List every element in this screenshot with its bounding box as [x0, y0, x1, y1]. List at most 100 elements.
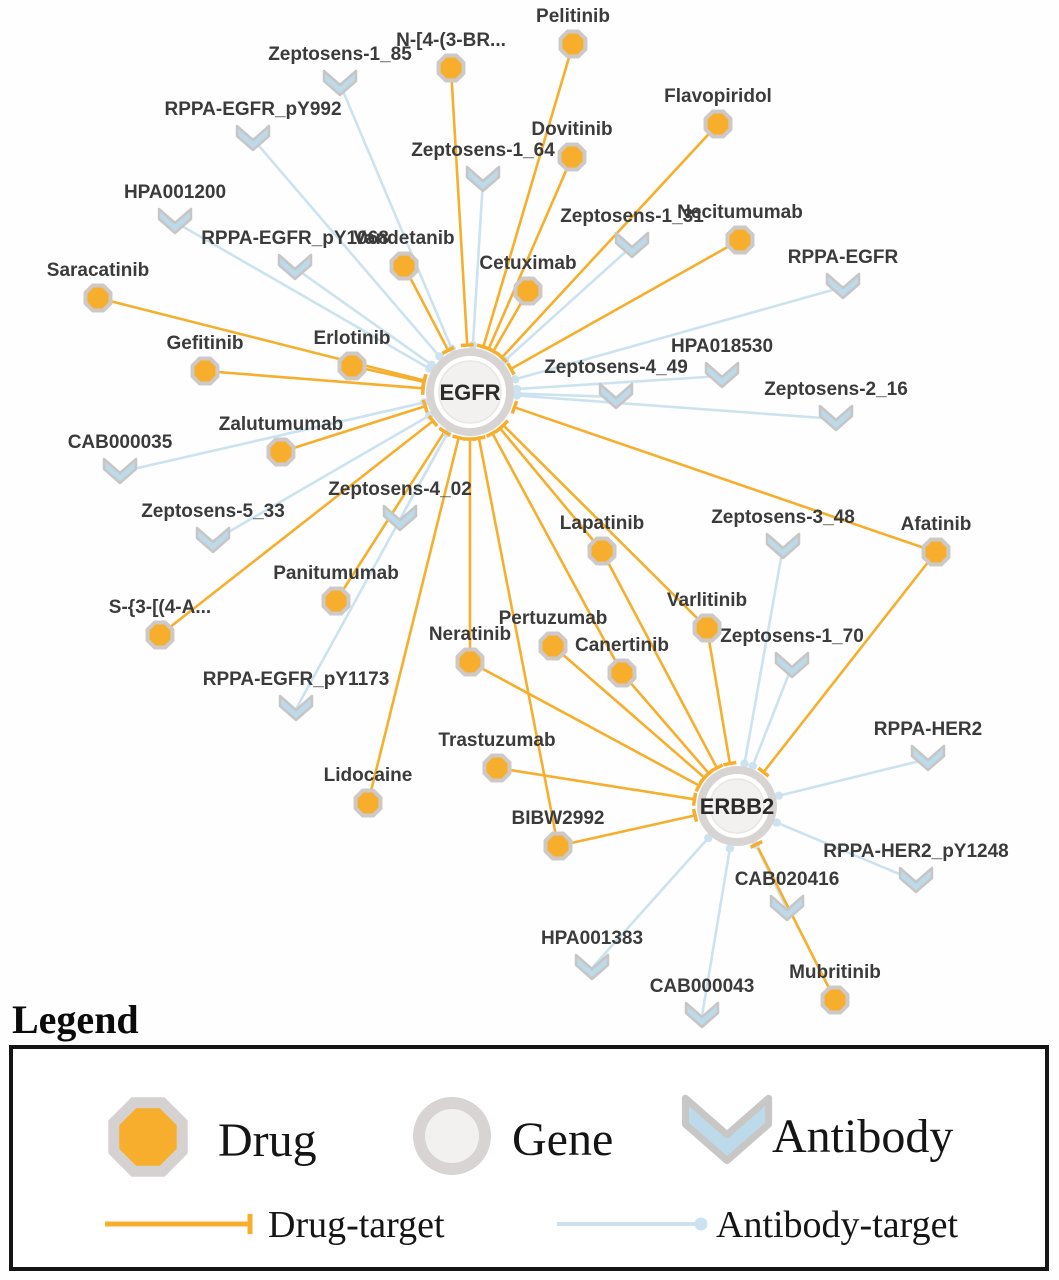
antibody-label-hpa018530: HPA018530: [671, 336, 773, 357]
drug-node-necitumumab: [725, 225, 755, 255]
antibody-node-zeptosens-1_85: [322, 69, 358, 97]
drug-node-trastuzumab: [482, 753, 512, 783]
drug-node-s3_4a: [145, 620, 175, 650]
drug-label-necitumumab: Necitumumab: [677, 202, 803, 223]
antibody-edge-dot: [772, 818, 781, 827]
drug-node-pelitinib: [558, 29, 588, 59]
antibody-target-edge: [514, 285, 844, 381]
drug-target-edge: [621, 672, 710, 775]
legend-drug-label: Drug: [218, 1114, 317, 1167]
drug-target-edge: [449, 67, 469, 346]
drug-target-edge: [600, 550, 719, 769]
drug-label-bibw2992: BIBW2992: [512, 808, 605, 829]
antibody-node-hpa001200: [157, 207, 193, 235]
drug-node-afatinib: [921, 537, 951, 567]
drug-edge-tee: [506, 362, 516, 376]
gene-label-egfr: EGFR: [439, 380, 500, 405]
antibody-node-rppa-egfr: [825, 272, 861, 300]
gene-node-icon: [413, 1097, 491, 1175]
antibody-target-edge: [174, 220, 430, 370]
node-labels: Zeptosens-1_85RPPA-EGFR_pY992HPA001200RP…: [47, 6, 1009, 997]
antibody-label-rppa-egfr_py992: RPPA-EGFR_pY992: [164, 99, 341, 120]
edge-endpoints: [420, 340, 783, 853]
drug-edge-tee: [510, 400, 519, 414]
drug-label-canertinib: Canertinib: [575, 635, 669, 656]
drug-node-varlitinib: [692, 613, 722, 643]
antibody-node-hpa001383: [574, 953, 610, 981]
drug-edge-tee: [749, 839, 763, 849]
drug-label-trastuzumab: Trastuzumab: [438, 730, 555, 751]
drug-node-neratinib: [455, 647, 485, 677]
antibody-edge-dot: [435, 352, 444, 361]
drug-node-lapatinib: [587, 536, 617, 566]
drug-target-edges: [97, 43, 938, 1001]
drug-label-vandetanib: Vandetanib: [353, 228, 454, 249]
drug-label-gefitinib: Gefitinib: [166, 333, 243, 354]
drug-target-edge: [487, 156, 574, 350]
drug-node-zalutumumab: [266, 437, 296, 467]
drug-edge-tee: [698, 771, 711, 784]
antibody-edge-dot: [748, 761, 757, 771]
antibody-target-edge: [516, 394, 837, 421]
antibody-node-cab000035: [102, 457, 138, 485]
antibody-label-hpa001200: HPA001200: [124, 182, 226, 203]
nodes: [83, 29, 951, 1029]
drug-target-edge: [97, 296, 425, 382]
antibody-node-zeptosens-2_16: [818, 404, 854, 432]
antibody-target-edge: [516, 392, 617, 399]
antibody-edge-dot: [512, 391, 522, 400]
drug-target-edge: [482, 43, 575, 348]
drug-edge-tee: [757, 766, 770, 778]
drug-label-varlitinib: Varlitinib: [667, 590, 747, 611]
drug-label-pertuzumab: Pertuzumab: [499, 608, 608, 629]
antibody-label-rppa-egfr: RPPA-EGFR: [788, 247, 899, 268]
drug-target-edge: [402, 265, 450, 352]
antibody-label-rppa-egfr_py1068: RPPA-EGFR_pY1068: [201, 228, 389, 249]
legend-antibody-edge-label: Antibody-target: [716, 1204, 958, 1246]
drug-label-lapatinib: Lapatinib: [560, 513, 644, 534]
antibody-label-hpa001383: HPA001383: [541, 928, 643, 949]
drug-label-panitumumab: Panitumumab: [273, 563, 399, 584]
drug-edge-tee: [427, 414, 439, 428]
gene-label-erbb2: ERBB2: [700, 794, 775, 819]
drug-node-mubritinib: [820, 985, 850, 1015]
antibody-target-edge: [778, 757, 929, 797]
antibody-target-edges: [119, 83, 929, 1017]
drug-edge-tee: [420, 375, 428, 389]
drug-target-edge: [498, 427, 604, 552]
legend-antibody-label: Antibody: [772, 1110, 953, 1163]
drug-edge-tee: [723, 760, 737, 767]
drug-edge-tee: [497, 419, 510, 432]
drug-edge-tee: [441, 345, 455, 355]
gene-node-inner-egfr: [438, 360, 502, 424]
drug-node-n4_3br: [436, 53, 466, 83]
antibody-edge-dot: [740, 759, 749, 768]
drug-node-gefitinib: [190, 356, 220, 386]
legend-gene-label: Gene: [512, 1113, 613, 1166]
drug-node-pertuzumab: [538, 631, 568, 661]
drug-node-bibw2992: [543, 831, 573, 861]
drug-edge-tee: [460, 342, 474, 348]
drug-node-erlotinib: [337, 351, 367, 381]
drug-edge-tee: [486, 346, 500, 357]
drug-target-edge: [510, 238, 741, 371]
drug-label-s3_4a: S-{3-[(4-A...: [109, 597, 211, 618]
drug-edge-tee: [485, 428, 499, 438]
antibody-target-edge: [252, 138, 441, 358]
drug-label-saracatinib: Saracatinib: [47, 260, 149, 281]
antibody-target-edge: [516, 374, 723, 391]
drug-label-lidocaine: Lidocaine: [324, 765, 413, 786]
antibody-target-edge: [751, 665, 794, 767]
antibody-target-edge: [743, 546, 785, 764]
drug-label-pelitinib: Pelitinib: [536, 6, 610, 27]
antibody-node-rppa-egfr_py1068: [277, 253, 313, 281]
drug-label-flavopiridol: Flavopiridol: [664, 86, 772, 107]
drug-label-cetuximab: Cetuximab: [479, 253, 576, 274]
drug-target-edge: [159, 419, 434, 637]
drug-label-erlotinib: Erlotinib: [313, 328, 390, 349]
drug-target-edge: [705, 627, 732, 764]
antibody-label-cab000043: CAB000043: [650, 976, 755, 997]
antibody-node-cab000043: [684, 1001, 720, 1029]
antibody-target-edge: [700, 848, 732, 1017]
